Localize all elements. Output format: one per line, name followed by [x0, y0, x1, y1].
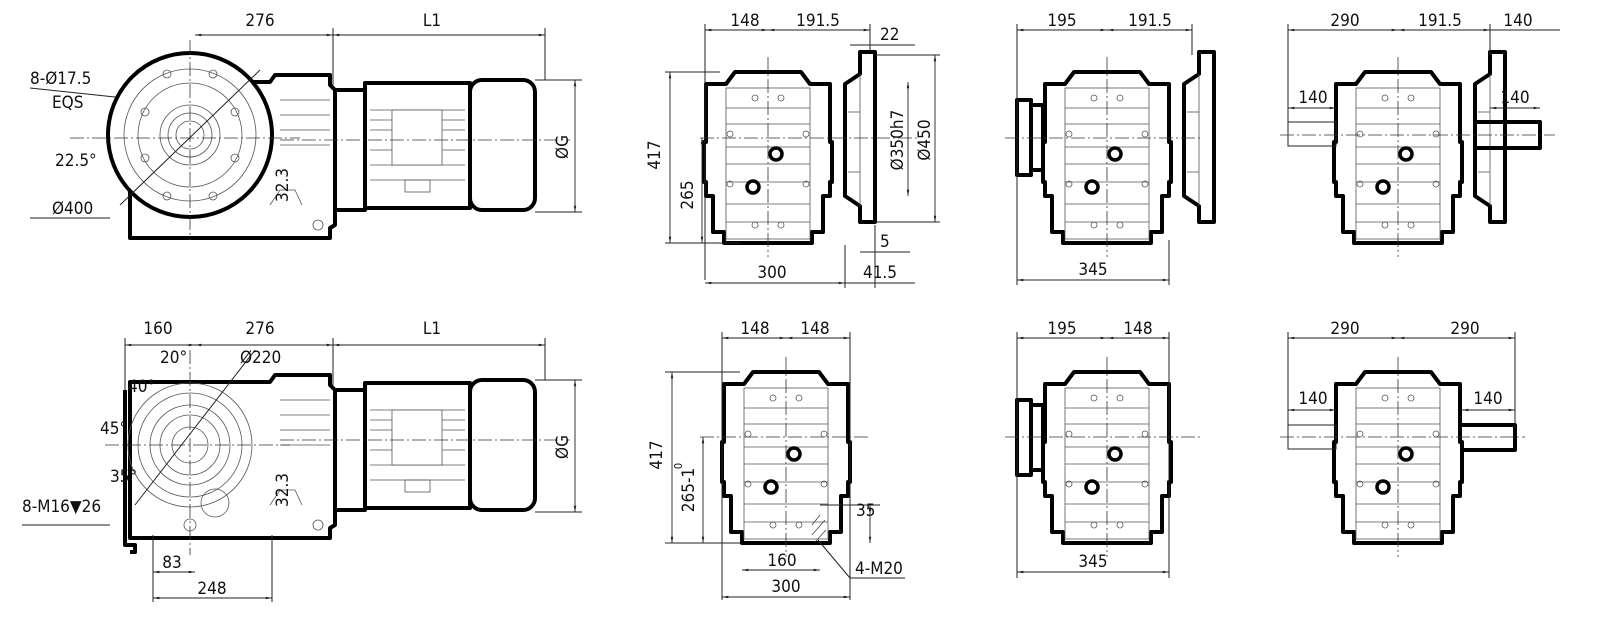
dim-191-5: 191.5: [1418, 11, 1462, 31]
angle-45: 45°: [100, 419, 127, 439]
dim-148-right: 148: [800, 319, 829, 339]
dim-417: 417: [647, 440, 667, 469]
dim-290: 290: [1330, 11, 1359, 31]
thread-label: 4-M20: [855, 559, 903, 579]
diameter-350h7: Ø350h7: [888, 110, 908, 171]
dim-g: ØG: [553, 435, 573, 459]
dim-345: 345: [1078, 552, 1107, 572]
dim-l1: L1: [423, 11, 441, 31]
dim-290-left: 290: [1330, 319, 1359, 339]
dim-195: 195: [1047, 319, 1076, 339]
end-view-hollow-flange: 195 191.5 345: [1005, 11, 1216, 285]
angle-40: 40°: [128, 377, 155, 397]
dim-32-3: 32.3: [273, 168, 293, 202]
dim-265: 265: [678, 180, 698, 209]
diameter-450: Ø450: [915, 119, 935, 160]
diameter-220: Ø220: [240, 348, 281, 368]
eqs-label: EQS: [52, 93, 83, 113]
dim-83: 83: [162, 553, 181, 573]
dim-148: 148: [1123, 319, 1152, 339]
dim-160: 160: [143, 319, 172, 339]
dim-345: 345: [1078, 260, 1107, 280]
dim-140-right: 140: [1473, 389, 1502, 409]
dim-276: 276: [245, 319, 274, 339]
dim-41-5: 41.5: [863, 263, 897, 283]
dim-g: ØG: [553, 135, 573, 159]
dim-22: 22: [880, 25, 899, 45]
dim-148-left: 148: [740, 319, 769, 339]
dim-300: 300: [757, 263, 786, 283]
dim-140-left: 140: [1298, 88, 1327, 108]
dim-140-top: 140: [1503, 11, 1532, 31]
dim-265-tolerance: 265-1: [679, 468, 699, 512]
angle-20: 20°: [160, 348, 187, 368]
end-view-hollow-foot: 195 148 345: [1005, 319, 1200, 578]
dim-5: 5: [880, 232, 890, 252]
dim-195: 195: [1047, 11, 1076, 31]
dim-160: 160: [767, 551, 796, 571]
end-view-shaft-foot: 290 290 140 140: [1280, 319, 1525, 559]
dim-248: 248: [197, 579, 226, 599]
top-side-view: 276 L1 ØG 32.3 8-Ø17.5 EQS 22.5° Ø400: [29, 11, 582, 240]
dim-300: 300: [771, 577, 800, 597]
dim-276: 276: [245, 11, 274, 31]
angle-35: 35°: [110, 467, 137, 487]
holes-label: 8-Ø17.5: [30, 69, 91, 89]
thread-label: 8-M16▼26: [22, 497, 101, 517]
dim-140-left: 140: [1298, 389, 1327, 409]
dim-140-right: 140: [1500, 88, 1529, 108]
dim-l1: L1: [423, 319, 441, 339]
dim-32-3: 32.3: [273, 473, 293, 507]
flange-diameter: Ø400: [52, 199, 93, 219]
end-view-flange: 148 191.5 22 417 265 Ø350h7 Ø450 5 300 4…: [645, 11, 940, 288]
dim-191-5: 191.5: [796, 11, 840, 31]
dim-290-right: 290: [1450, 319, 1479, 339]
angle-label: 22.5°: [55, 151, 97, 171]
tolerance-upper: 0: [672, 463, 685, 469]
dim-148: 148: [730, 11, 759, 31]
end-view-shaft-flange: 290 191.5 140 140 140: [1280, 11, 1560, 259]
end-view-foot: 148 148 417 265-1 0 35 4-M20 160 300: [647, 319, 905, 600]
bottom-side-view: 160 276 L1 ØG 32.3 20° Ø220 40° 45° 35° …: [22, 319, 582, 602]
dim-191-5: 191.5: [1128, 11, 1172, 31]
dim-35: 35: [856, 501, 875, 521]
dim-417: 417: [645, 140, 665, 169]
